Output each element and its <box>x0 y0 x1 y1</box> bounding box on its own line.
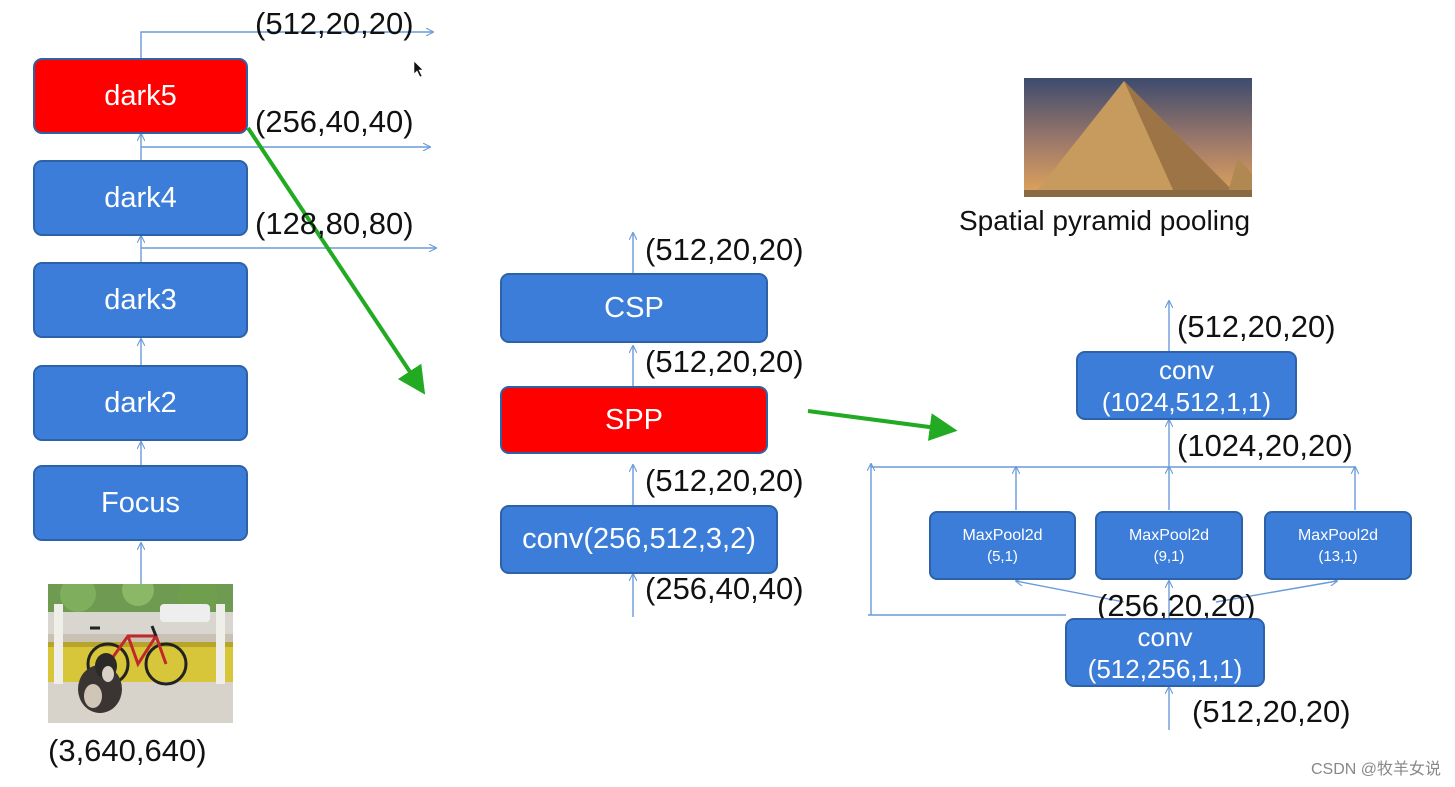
maxpool-9-box: MaxPool2d (9,1) <box>1095 511 1243 580</box>
spp-label: SPP <box>604 403 664 436</box>
conv-256-512-box: conv(256,512,3,2) <box>500 505 778 574</box>
conv-512-256-output-shape: (256,20,20) <box>1097 588 1256 623</box>
spp-title: Spatial pyramid pooling <box>959 205 1251 236</box>
dark5-box: dark5 <box>33 58 248 134</box>
dark2-box: dark2 <box>33 365 248 441</box>
conv-1024-512-line1: conv <box>1159 354 1214 385</box>
watermark: CSDN @牧羊女说 <box>1310 761 1441 778</box>
conv-1024-512-line2: (1024,512,1,1) <box>1101 386 1272 417</box>
maxpool-5-name: MaxPool2d <box>962 526 1043 544</box>
conv-output-shape: (512,20,20) <box>645 463 804 498</box>
conv-512-256-line1: conv <box>1137 621 1193 652</box>
conv-512-256-line2: (512,256,1,1) <box>1087 653 1243 684</box>
maxpool-13-name: MaxPool2d <box>1297 526 1379 544</box>
conv-input-shape: (256,40,40) <box>645 571 804 606</box>
conv-512-256-box: conv (512,256,1,1) <box>1065 618 1265 687</box>
input-photo <box>48 584 233 723</box>
dark3-label: dark3 <box>104 283 177 316</box>
csp-output-shape: (512,20,20) <box>645 232 804 267</box>
dark5-output-shape: (512,20,20) <box>255 6 414 41</box>
maxpool-13-box: MaxPool2d (13,1) <box>1264 511 1412 580</box>
spp-final-output-shape: (512,20,20) <box>1177 309 1336 344</box>
maxpool-13-params: (13,1) <box>1318 547 1358 565</box>
dark4-label: dark4 <box>104 181 177 214</box>
pyramid-photo <box>1024 78 1252 197</box>
dark3-box: dark3 <box>33 262 248 338</box>
spp-box: SPP <box>500 386 768 454</box>
concat-shape: (1024,20,20) <box>1177 428 1353 463</box>
maxpool-5-params: (5,1) <box>987 547 1018 565</box>
dark5-label: dark5 <box>104 79 177 112</box>
maxpool-9-params: (9,1) <box>1153 547 1185 565</box>
conv-1024-512-box: conv (1024,512,1,1) <box>1076 351 1297 420</box>
spp-output-shape: (512,20,20) <box>645 344 804 379</box>
maxpool-9-name: MaxPool2d <box>1128 526 1210 544</box>
conv-256-512-label: conv(256,512,3,2) <box>522 523 756 555</box>
input-shape-label: (3,640,640) <box>48 733 207 768</box>
dark2-label: dark2 <box>104 386 177 419</box>
focus-box: Focus <box>33 465 248 541</box>
csp-label: CSP <box>604 291 664 324</box>
csp-box: CSP <box>500 273 768 343</box>
focus-label: Focus <box>101 486 180 519</box>
dark4-box: dark4 <box>33 160 248 236</box>
maxpool-5-box: MaxPool2d (5,1) <box>929 511 1076 580</box>
dark3-output-shape: (128,80,80) <box>255 206 414 241</box>
dark4-output-shape: (256,40,40) <box>255 104 414 139</box>
spp-input-shape: (512,20,20) <box>1192 694 1351 729</box>
